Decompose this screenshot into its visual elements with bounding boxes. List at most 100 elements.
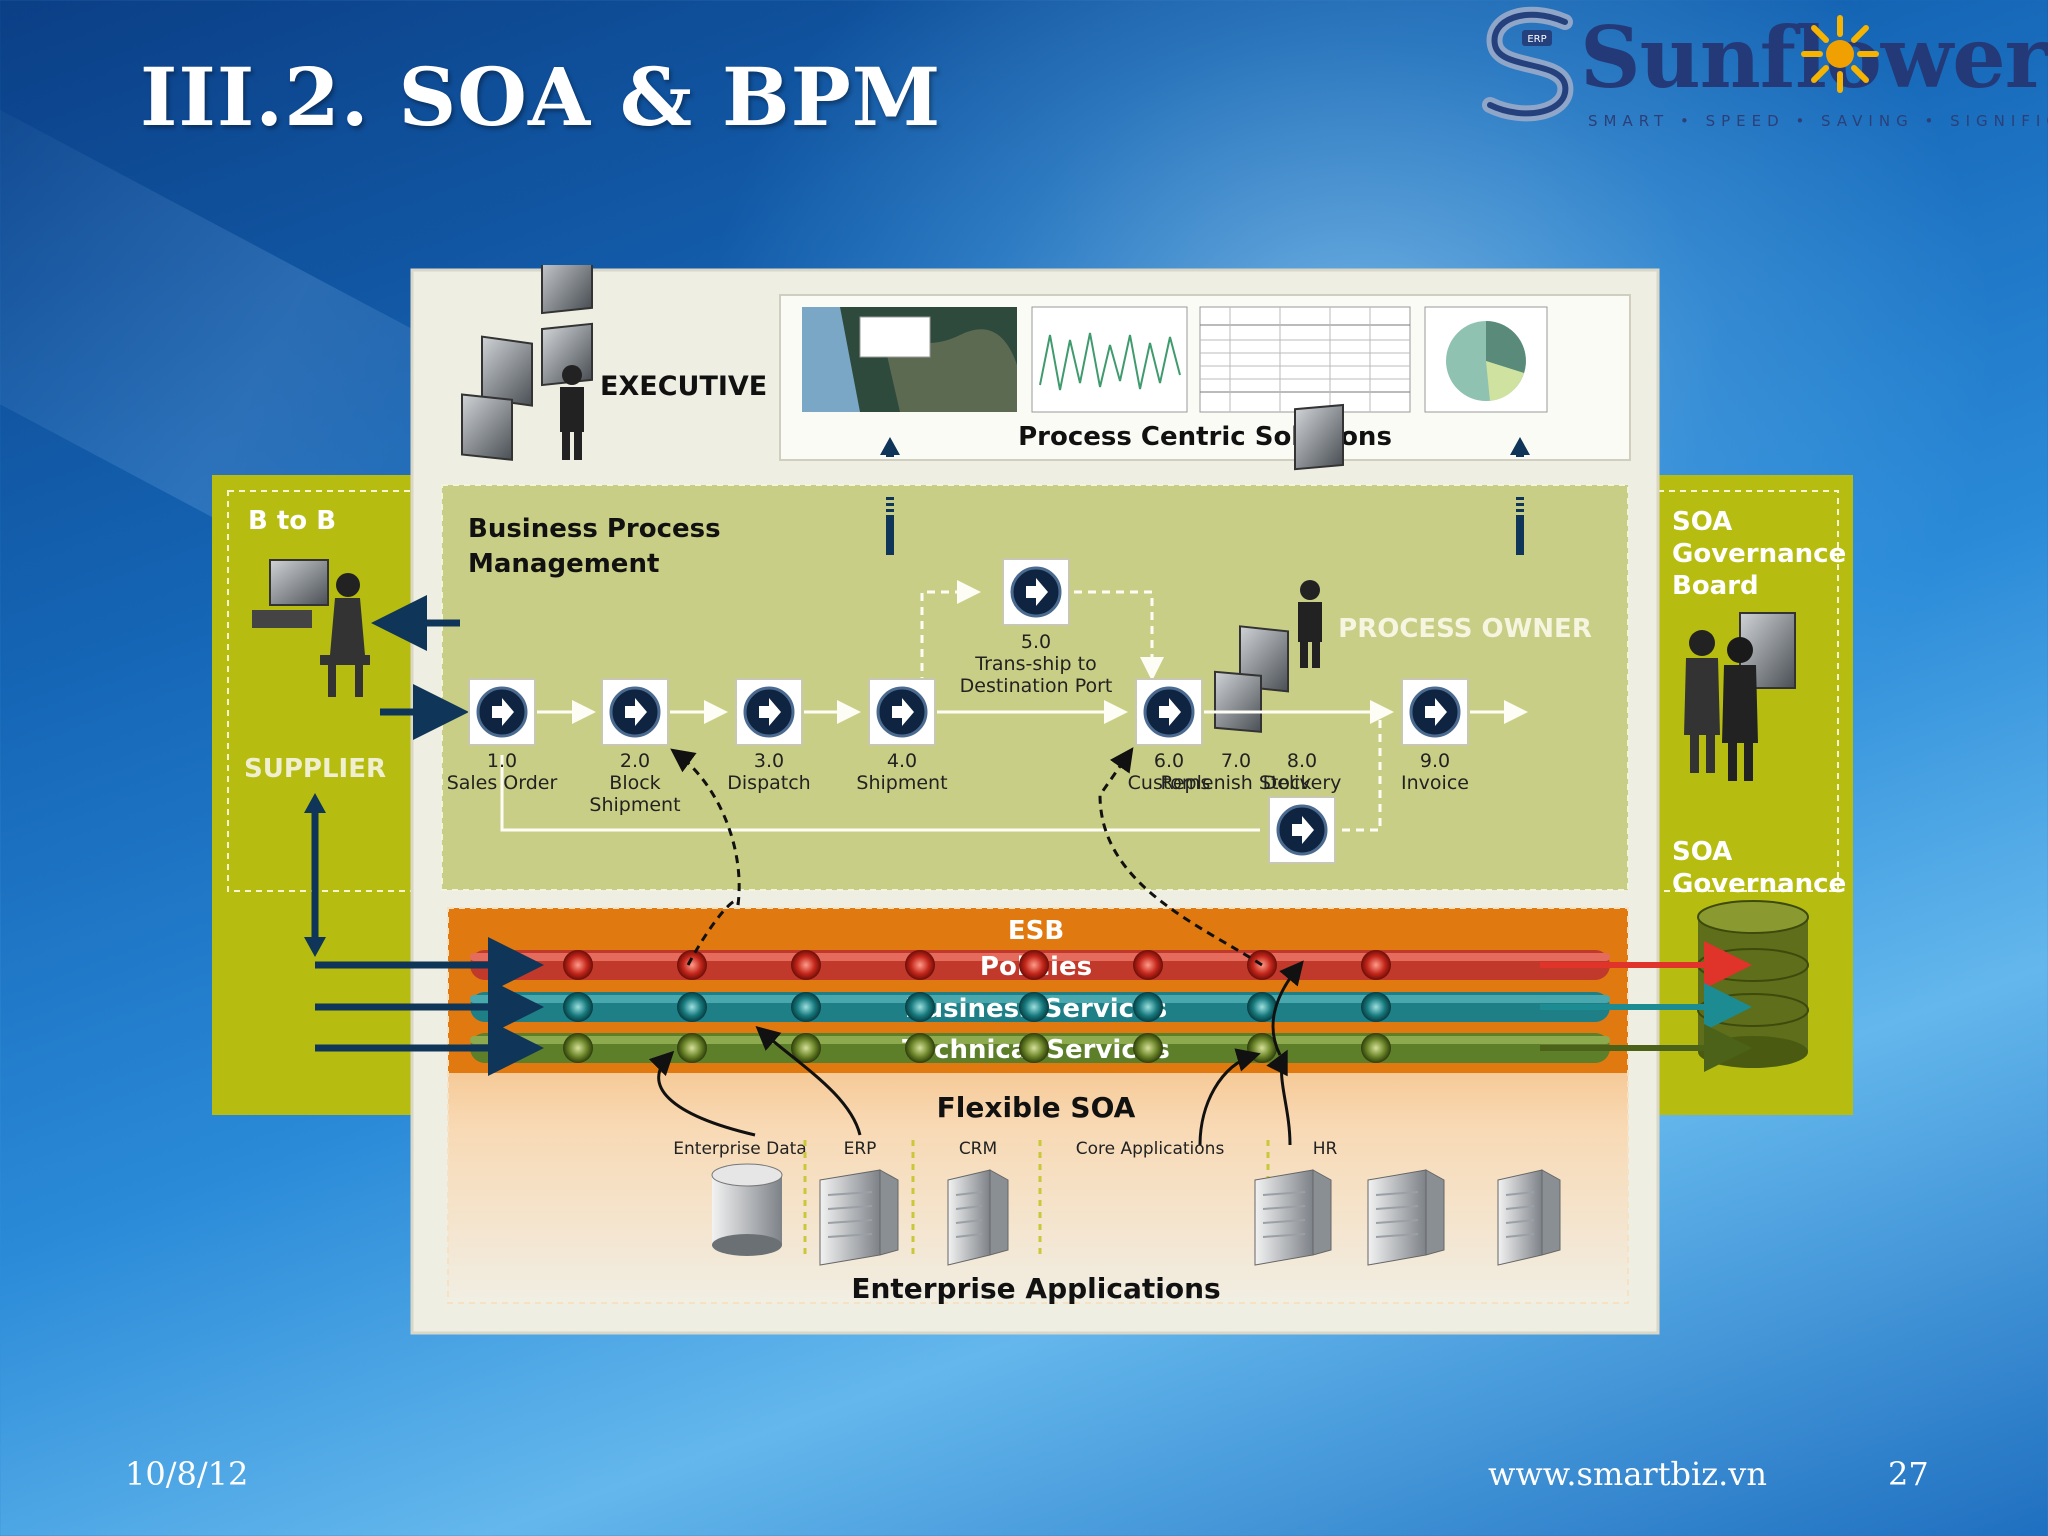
app-label-4: HR <box>1313 1139 1338 1159</box>
step-label-8.0-line1: Delivery <box>1263 772 1342 794</box>
step-label-1.0-line1: Sales Order <box>447 772 558 794</box>
slide-title: III.2. SOA & BPM <box>140 50 942 144</box>
business-bus-node <box>677 992 707 1022</box>
executive-label: EXECUTIVE <box>600 371 767 402</box>
step-label-2.0-line1: Block <box>609 772 660 794</box>
dashed-connector-customs <box>1098 747 1263 967</box>
gov-line2: Governance <box>1672 869 1846 899</box>
policies-bus-node <box>905 950 935 980</box>
enterprise-apps-label: Enterprise Applications <box>851 1272 1220 1305</box>
technical-bus-node <box>677 1033 707 1063</box>
step-label-1.0-line0: 1.0 <box>487 750 517 772</box>
core-app-server-icon <box>1254 1169 1332 1266</box>
dashed-connector-block-shipment <box>670 748 741 906</box>
technical-bus-node <box>1361 1033 1391 1063</box>
app-connectors <box>648 960 1304 1146</box>
crm-server-icon <box>947 1169 1009 1266</box>
policies-bus-node <box>791 950 821 980</box>
gov-board-line2: Governance <box>1672 539 1846 569</box>
gov-board-line1: SOA <box>1672 507 1732 537</box>
footer-page-number: 27 <box>1888 1455 1929 1493</box>
process-step-3.0 <box>735 678 803 746</box>
business-bus-node <box>1019 992 1049 1022</box>
business-bus-node <box>905 992 935 1022</box>
process-owner-label: PROCESS OWNER <box>1338 614 1592 644</box>
process-step-5.0 <box>1002 558 1070 626</box>
policies-bus-node <box>1361 950 1391 980</box>
technical-bus-node <box>791 1033 821 1063</box>
bpm-label-line2: Management <box>468 549 659 579</box>
technical-bus-node <box>1133 1033 1163 1063</box>
flexible-soa-label: Flexible SOA <box>937 1091 1136 1124</box>
table-thumbnail <box>1199 306 1411 413</box>
app-label-0: Enterprise Data <box>673 1139 806 1159</box>
policies-bus-node <box>677 950 707 980</box>
policies-bus-node <box>1019 950 1049 980</box>
process-flow-arrows <box>500 580 1528 832</box>
gov-line1: SOA <box>1672 837 1732 867</box>
policies-bus-node <box>1133 950 1163 980</box>
process-step-8.0 <box>1401 678 1469 746</box>
footer-website: www.smartbiz.vn <box>1488 1455 1767 1493</box>
bpm-panel-outline <box>441 484 1629 891</box>
footer-date: 10/8/12 <box>125 1455 249 1493</box>
esb-label: ESB <box>1008 916 1064 946</box>
step-label-2.0-line2: Shipment <box>589 794 680 816</box>
hr-server-icon <box>1497 1169 1561 1266</box>
step-label-9.0-line1: Invoice <box>1401 772 1469 794</box>
line-chart-thumbnail <box>1031 306 1188 413</box>
dragon-s-emblem: ERP <box>1482 6 1574 122</box>
technical-bus-node <box>1019 1033 1049 1063</box>
process-step-1.0 <box>468 678 536 746</box>
process-step-4.0 <box>868 678 936 746</box>
process-step-2.0 <box>601 678 669 746</box>
database-icon <box>711 1163 783 1256</box>
sun-icon <box>1801 15 1879 93</box>
supplier-bus-double-arrow <box>304 793 326 957</box>
step-label-6.0-line1: Customs <box>1128 772 1211 794</box>
step-label-7.0-line1: Replenish Stock <box>1161 772 1312 794</box>
step-label-4.0-line1: Shipment <box>856 772 947 794</box>
enterprise-app-icons: Enterprise Data ERP CRM Core Applications HR <box>673 1139 1561 1266</box>
business-bus-node <box>1133 992 1163 1022</box>
step-label-3.0-line1: Dispatch <box>727 772 810 794</box>
replenish-route-node <box>1268 796 1336 864</box>
up-arrow-left <box>880 437 900 555</box>
dashed-connector-block-shipment-lower <box>686 899 740 966</box>
erp-server-icon <box>819 1169 899 1266</box>
app-label-2: CRM <box>959 1139 997 1159</box>
business-bus-node <box>563 992 593 1022</box>
step-label-3.0-line0: 3.0 <box>754 750 784 772</box>
process-owner-figure-icon <box>1214 403 1344 733</box>
governance-database-icon <box>1697 900 1809 1068</box>
app-label-3: Core Applications <box>1076 1139 1225 1159</box>
step-label-5.0-line2: Destination Port <box>960 675 1113 697</box>
soa-bpm-diagram: EXECUTIVE Process Centric Solutions <box>212 265 1853 1335</box>
supplier-figure-icon <box>252 559 370 697</box>
sunflower-logo: ERP Sunflower SMART • SPEED • SAVING • S… <box>1470 0 2048 140</box>
svg-text:ERP: ERP <box>1527 34 1546 45</box>
executive-figure-icon <box>461 265 593 461</box>
up-arrow-right <box>1510 437 1530 555</box>
btob-label: B to B <box>248 506 336 536</box>
step-label-4.0-line0: 4.0 <box>887 750 917 772</box>
technical-bus-node <box>1247 1033 1277 1063</box>
esb-outline <box>447 907 1629 1304</box>
logo-brand-text: Sunflower <box>1580 8 2048 107</box>
technical-bus-node <box>905 1033 935 1063</box>
supplier-label: SUPPLIER <box>244 754 386 784</box>
step-label-9.0-line0: 9.0 <box>1420 750 1450 772</box>
business-bus-node <box>1247 992 1277 1022</box>
business-bus-node <box>1361 992 1391 1022</box>
app-label-1: ERP <box>844 1139 877 1159</box>
step-label-8.0-line0: 8.0 <box>1287 750 1317 772</box>
business-bus-node <box>791 992 821 1022</box>
step-label-5.0-line1: Trans-ship to <box>974 653 1096 675</box>
process-step-6.0 <box>1135 678 1203 746</box>
policies-bus-node <box>563 950 593 980</box>
technical-bus-node <box>563 1033 593 1063</box>
step-label-6.0-line0: 6.0 <box>1154 750 1184 772</box>
pie-chart-thumbnail <box>1424 306 1548 413</box>
step-label-7.0-line0: 7.0 <box>1221 750 1251 772</box>
